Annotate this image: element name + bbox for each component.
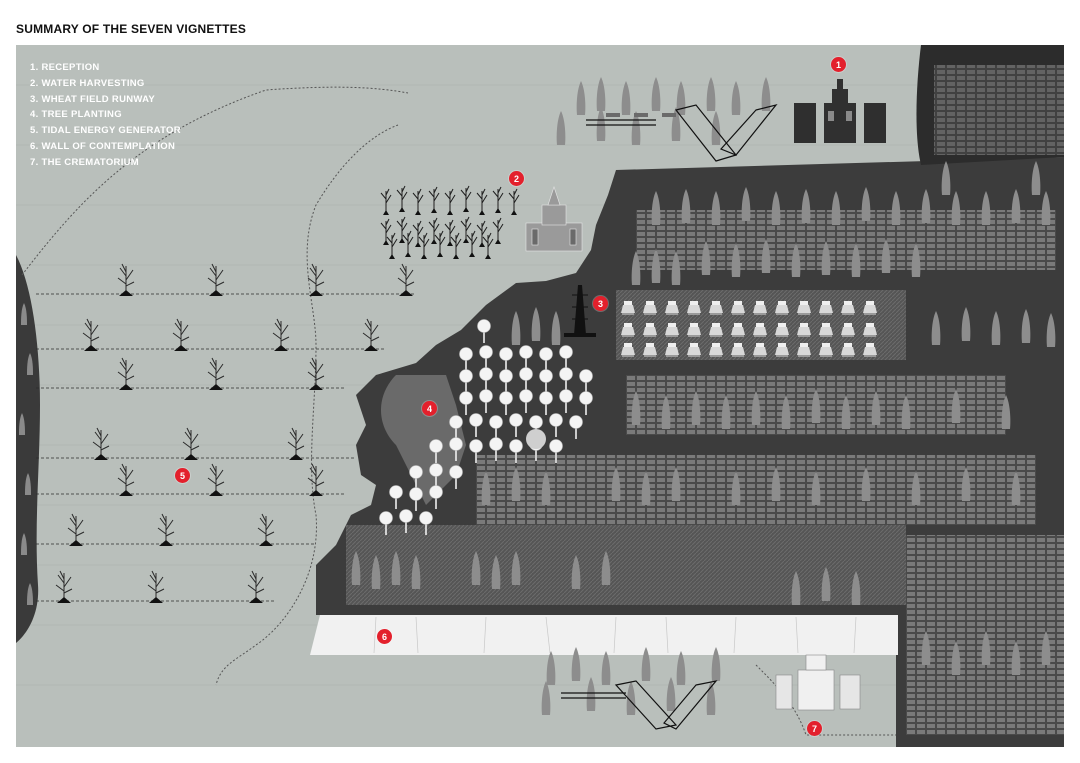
legend-item: 1. RECEPTION	[30, 62, 100, 73]
legend-item: 2. WATER HARVESTING	[30, 77, 145, 89]
marker-crematorium: 7	[807, 721, 822, 736]
marker-water-harvesting: 2	[509, 171, 524, 186]
legend-item: 7. THE CREMATORIUM	[30, 156, 140, 168]
marker-tidal-energy-generator: 5	[175, 468, 190, 483]
marker-wheat-field-runway: 3	[593, 296, 608, 311]
page-title: SUMMARY OF THE SEVEN VIGNETTES	[16, 22, 247, 36]
site-map	[16, 45, 1064, 747]
marker-tree-planting: 4	[422, 401, 437, 416]
legend-item: 4. TREE PLANTING	[30, 109, 122, 121]
legend-item: 3. WHEAT FIELD RUNWAY	[30, 93, 156, 105]
marker-reception: 1	[831, 57, 846, 72]
vignette-legend: 1. RECEPTION 2. WATER HARVESTING 3. WHEA…	[30, 60, 181, 171]
legend-item: 6. WALL OF CONTEMPLATION	[30, 140, 176, 152]
marker-wall-of-contemplation: 6	[377, 629, 392, 644]
legend-item: 5. TIDAL ENERGY GENERATOR	[30, 125, 181, 137]
